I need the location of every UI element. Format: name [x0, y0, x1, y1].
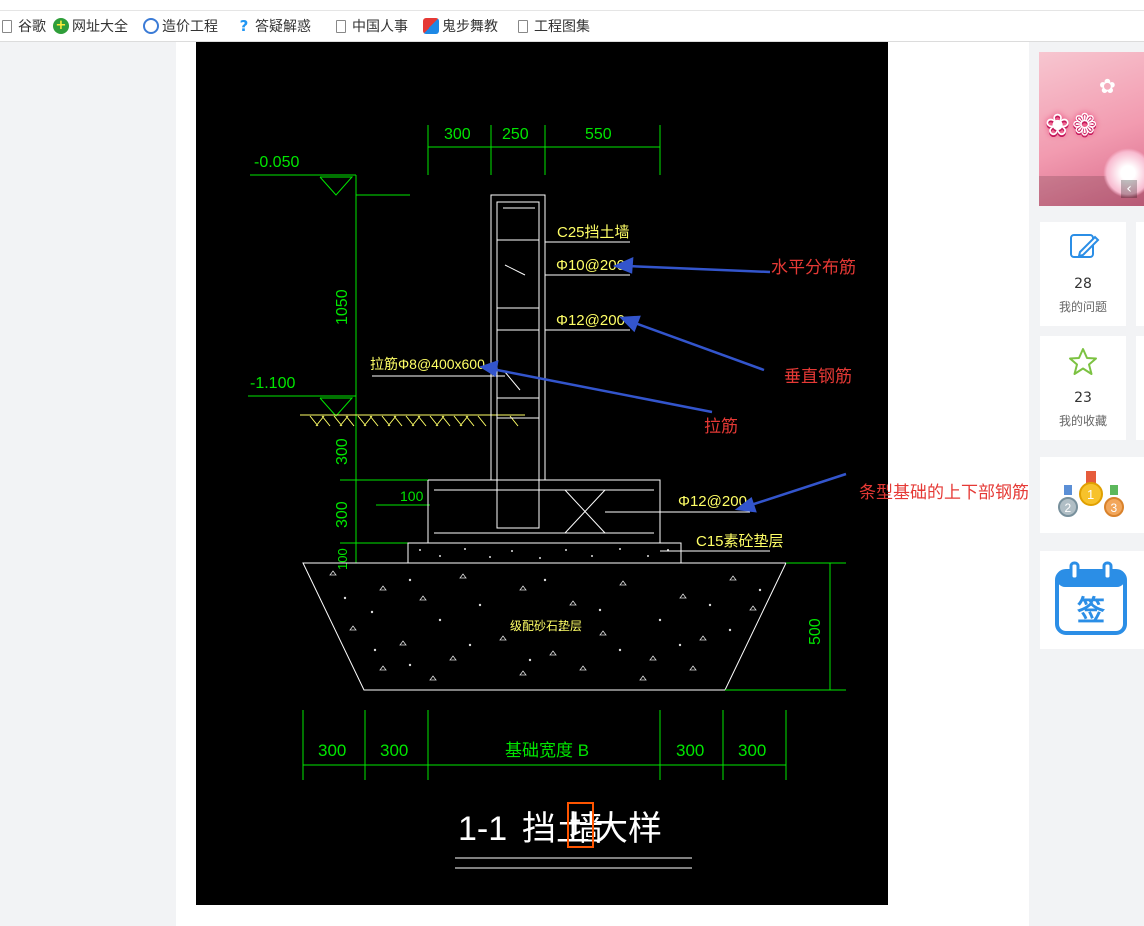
- title-part-a: 挡土: [522, 810, 590, 848]
- bookmark-qa[interactable]: ? 答疑解惑: [236, 14, 311, 38]
- dim-right-500: 500: [807, 618, 824, 645]
- dim-top-300: 300: [444, 126, 471, 143]
- bookmark-label: 网址大全: [72, 19, 128, 35]
- dim-left-300b: 300: [334, 501, 351, 528]
- leader-lines: [372, 241, 770, 552]
- banner-decoration: ✿: [1099, 74, 1116, 98]
- wall-concrete-label: C25挡土墙: [557, 224, 630, 241]
- sign-label: 签: [1076, 594, 1105, 627]
- rebar-horizontal-label: Φ10@200: [556, 257, 625, 274]
- tab-strip-edge: [0, 0, 1144, 11]
- annotation-vertical-rebar: 垂直钢筋: [784, 367, 852, 386]
- cad-drawing-image[interactable]: 300 250 550 -0.050 -1.100 1050 300 300 1…: [196, 42, 888, 905]
- top-dimension-lines: [427, 125, 661, 175]
- card-edge: [1136, 222, 1144, 326]
- star-icon: [1069, 348, 1097, 375]
- dim-left-300a: 300: [334, 438, 351, 465]
- annotation-arrows: [479, 257, 847, 513]
- page-icon: [518, 19, 528, 33]
- gravel-label: 级配砂石垫层: [510, 618, 582, 633]
- dim-bottom-300c: 300: [676, 741, 704, 760]
- sign-in-card[interactable]: 签: [1040, 551, 1144, 649]
- promo-banner[interactable]: ✿ ❀❁ ‹: [1039, 52, 1144, 206]
- my-questions-card[interactable]: 28 我的问题: [1040, 222, 1126, 326]
- medal-icon: 2 1 3: [1058, 471, 1124, 517]
- video-icon: [423, 18, 439, 34]
- title-highlight: 墙: [569, 810, 603, 848]
- green-plus-icon: +: [53, 18, 69, 34]
- bookmark-label: 中国人事: [352, 19, 408, 35]
- cushion-label: C15素砼垫层: [696, 533, 784, 550]
- bookmark-label: 谷歌: [18, 19, 46, 35]
- rebar-vertical-label: Φ12@200: [556, 312, 625, 329]
- dim-bottom-300b: 300: [380, 741, 408, 760]
- right-dimension-lines: [725, 562, 846, 691]
- bookmark-label: 鬼步舞教: [442, 19, 498, 35]
- drawing-title: 1-1 挡土 墙 大样: [458, 810, 662, 848]
- dim-left-1050: 1050: [334, 289, 351, 325]
- dim-100: 100: [400, 488, 424, 504]
- dim-left-100: 100: [335, 548, 350, 570]
- flower-graphic: [1103, 148, 1144, 198]
- page-icon: [336, 19, 346, 33]
- questions-label: 我的问题: [1058, 300, 1107, 314]
- favorites-label: 我的收藏: [1058, 414, 1107, 428]
- annotation-footing-rebar: 条型基础的上下部钢筋: [859, 483, 1029, 502]
- svg-text:2: 2: [1065, 501, 1072, 515]
- title-prefix: 1-1: [458, 810, 507, 848]
- dim-bottom-300d: 300: [738, 741, 766, 760]
- elevation-top: -0.050: [254, 154, 299, 171]
- retaining-wall-drawing: 300 250 550 -0.050 -1.100 1050 300 300 1…: [196, 42, 888, 905]
- dim-bottom-300a: 300: [318, 741, 346, 760]
- dim-top-250: 250: [502, 126, 529, 143]
- my-favorites-card[interactable]: 23 我的收藏: [1040, 336, 1126, 440]
- ground-hatch: [300, 414, 525, 427]
- question-icon: ?: [239, 17, 249, 35]
- highlight-box: [567, 802, 594, 848]
- title-part-b: 大样: [594, 810, 662, 848]
- page-icon: [2, 19, 12, 33]
- bookmark-personnel[interactable]: 中国人事: [334, 14, 408, 38]
- bookmarks-bar: 谷歌 + 网址大全 造价工程 ? 答疑解惑 中国人事 鬼步舞教 工程图集: [0, 0, 1144, 42]
- bookmark-label: 造价工程: [162, 19, 218, 35]
- title-underline: [455, 857, 692, 869]
- calendar-icon: [1055, 561, 1127, 635]
- svg-text:3: 3: [1111, 501, 1118, 515]
- chevron-left-icon[interactable]: ‹: [1121, 180, 1137, 198]
- favorites-count: 23: [1074, 390, 1092, 406]
- tie-bar-label: 拉筋Φ8@400x600: [370, 356, 485, 372]
- bookmark-label: 工程图集: [534, 19, 590, 35]
- card-edge: [1136, 336, 1144, 440]
- dim-bottom-width: 基础宽度 B: [505, 741, 589, 760]
- bookmark-label: 答疑解惑: [255, 19, 311, 35]
- annotation-tie-bar: 拉筋: [704, 417, 738, 436]
- footing-rebar-label: Φ12@200: [678, 493, 747, 510]
- bookmark-url-directory[interactable]: + 网址大全: [53, 14, 128, 38]
- blue-circle-icon: [143, 18, 159, 34]
- elevation-ground: -1.100: [250, 375, 295, 392]
- bookmark-atlas[interactable]: 工程图集: [516, 14, 590, 38]
- edit-icon: [1070, 234, 1100, 258]
- bookmark-cost-engineering[interactable]: 造价工程: [143, 14, 218, 38]
- ranking-card[interactable]: 2 1 3: [1040, 457, 1144, 533]
- banner-graphic: ❀❁: [1045, 108, 1100, 143]
- svg-text:1: 1: [1087, 487, 1094, 502]
- questions-count: 28: [1074, 276, 1092, 292]
- bottom-dimension-lines: [302, 710, 787, 780]
- dim-top-550: 550: [585, 126, 612, 143]
- bookmark-google[interactable]: 谷歌: [0, 14, 46, 38]
- annotation-horizontal-rebar: 水平分布筋: [771, 258, 856, 277]
- bookmark-dance[interactable]: 鬼步舞教: [423, 14, 498, 38]
